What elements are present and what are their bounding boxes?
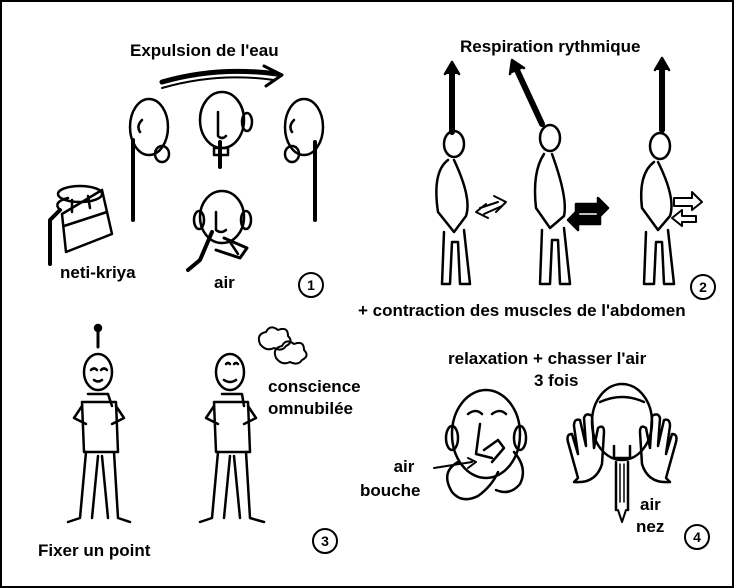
cloud-icon: [257, 326, 308, 365]
panel4-title-line1: relaxation + chasser l'air: [448, 349, 647, 368]
panel1-title: Expulsion de l'eau: [130, 41, 279, 60]
figure-clouded-mind: [198, 352, 266, 524]
standing-figure-2: [508, 58, 572, 286]
panel2-number-badge: 2: [690, 274, 716, 300]
panel3-number-badge: 3: [312, 528, 338, 554]
figure-fixing-point: [66, 323, 132, 524]
panel1-number-badge: 1: [298, 272, 324, 298]
standing-figure-1: [435, 60, 472, 286]
panel1-label-neti-kriya: neti-kriya: [60, 263, 136, 282]
standing-figure-3: [640, 56, 676, 286]
panel1-label-air: air: [214, 273, 235, 292]
panel3-label-omnubilee: omnubilée: [268, 399, 354, 418]
neti-pot: [48, 184, 114, 266]
head-profile-right: [283, 97, 325, 222]
panel4-number-badge: 4: [684, 524, 710, 550]
panel4-label-air-mouth: air: [393, 457, 415, 476]
panel1-drawing: [48, 64, 325, 272]
face-hands-open: [566, 382, 678, 523]
panel4-label-nez: nez: [636, 517, 665, 536]
panel2-caption: + contraction des muscles de l'abdomen: [358, 301, 686, 320]
panel4-label-bouche: bouche: [360, 481, 421, 500]
panel3-drawing: [66, 323, 308, 524]
panel4-title-line2: 3 fois: [534, 371, 579, 390]
flow-arrow: [159, 68, 280, 85]
panel2-drawing: [435, 56, 703, 286]
panel3-label-conscience: conscience: [268, 377, 361, 396]
head-front: [198, 90, 254, 169]
head-with-tube: [186, 189, 253, 272]
panel4-label-air-nose: air: [640, 495, 661, 514]
panel3-label-fix-point: Fixer un point: [38, 541, 151, 560]
face-hands-nose: [444, 388, 528, 501]
panel4-drawing: [433, 382, 678, 523]
panel2-title: Respiration rythmique: [460, 37, 641, 56]
head-profile-left: [128, 97, 171, 222]
